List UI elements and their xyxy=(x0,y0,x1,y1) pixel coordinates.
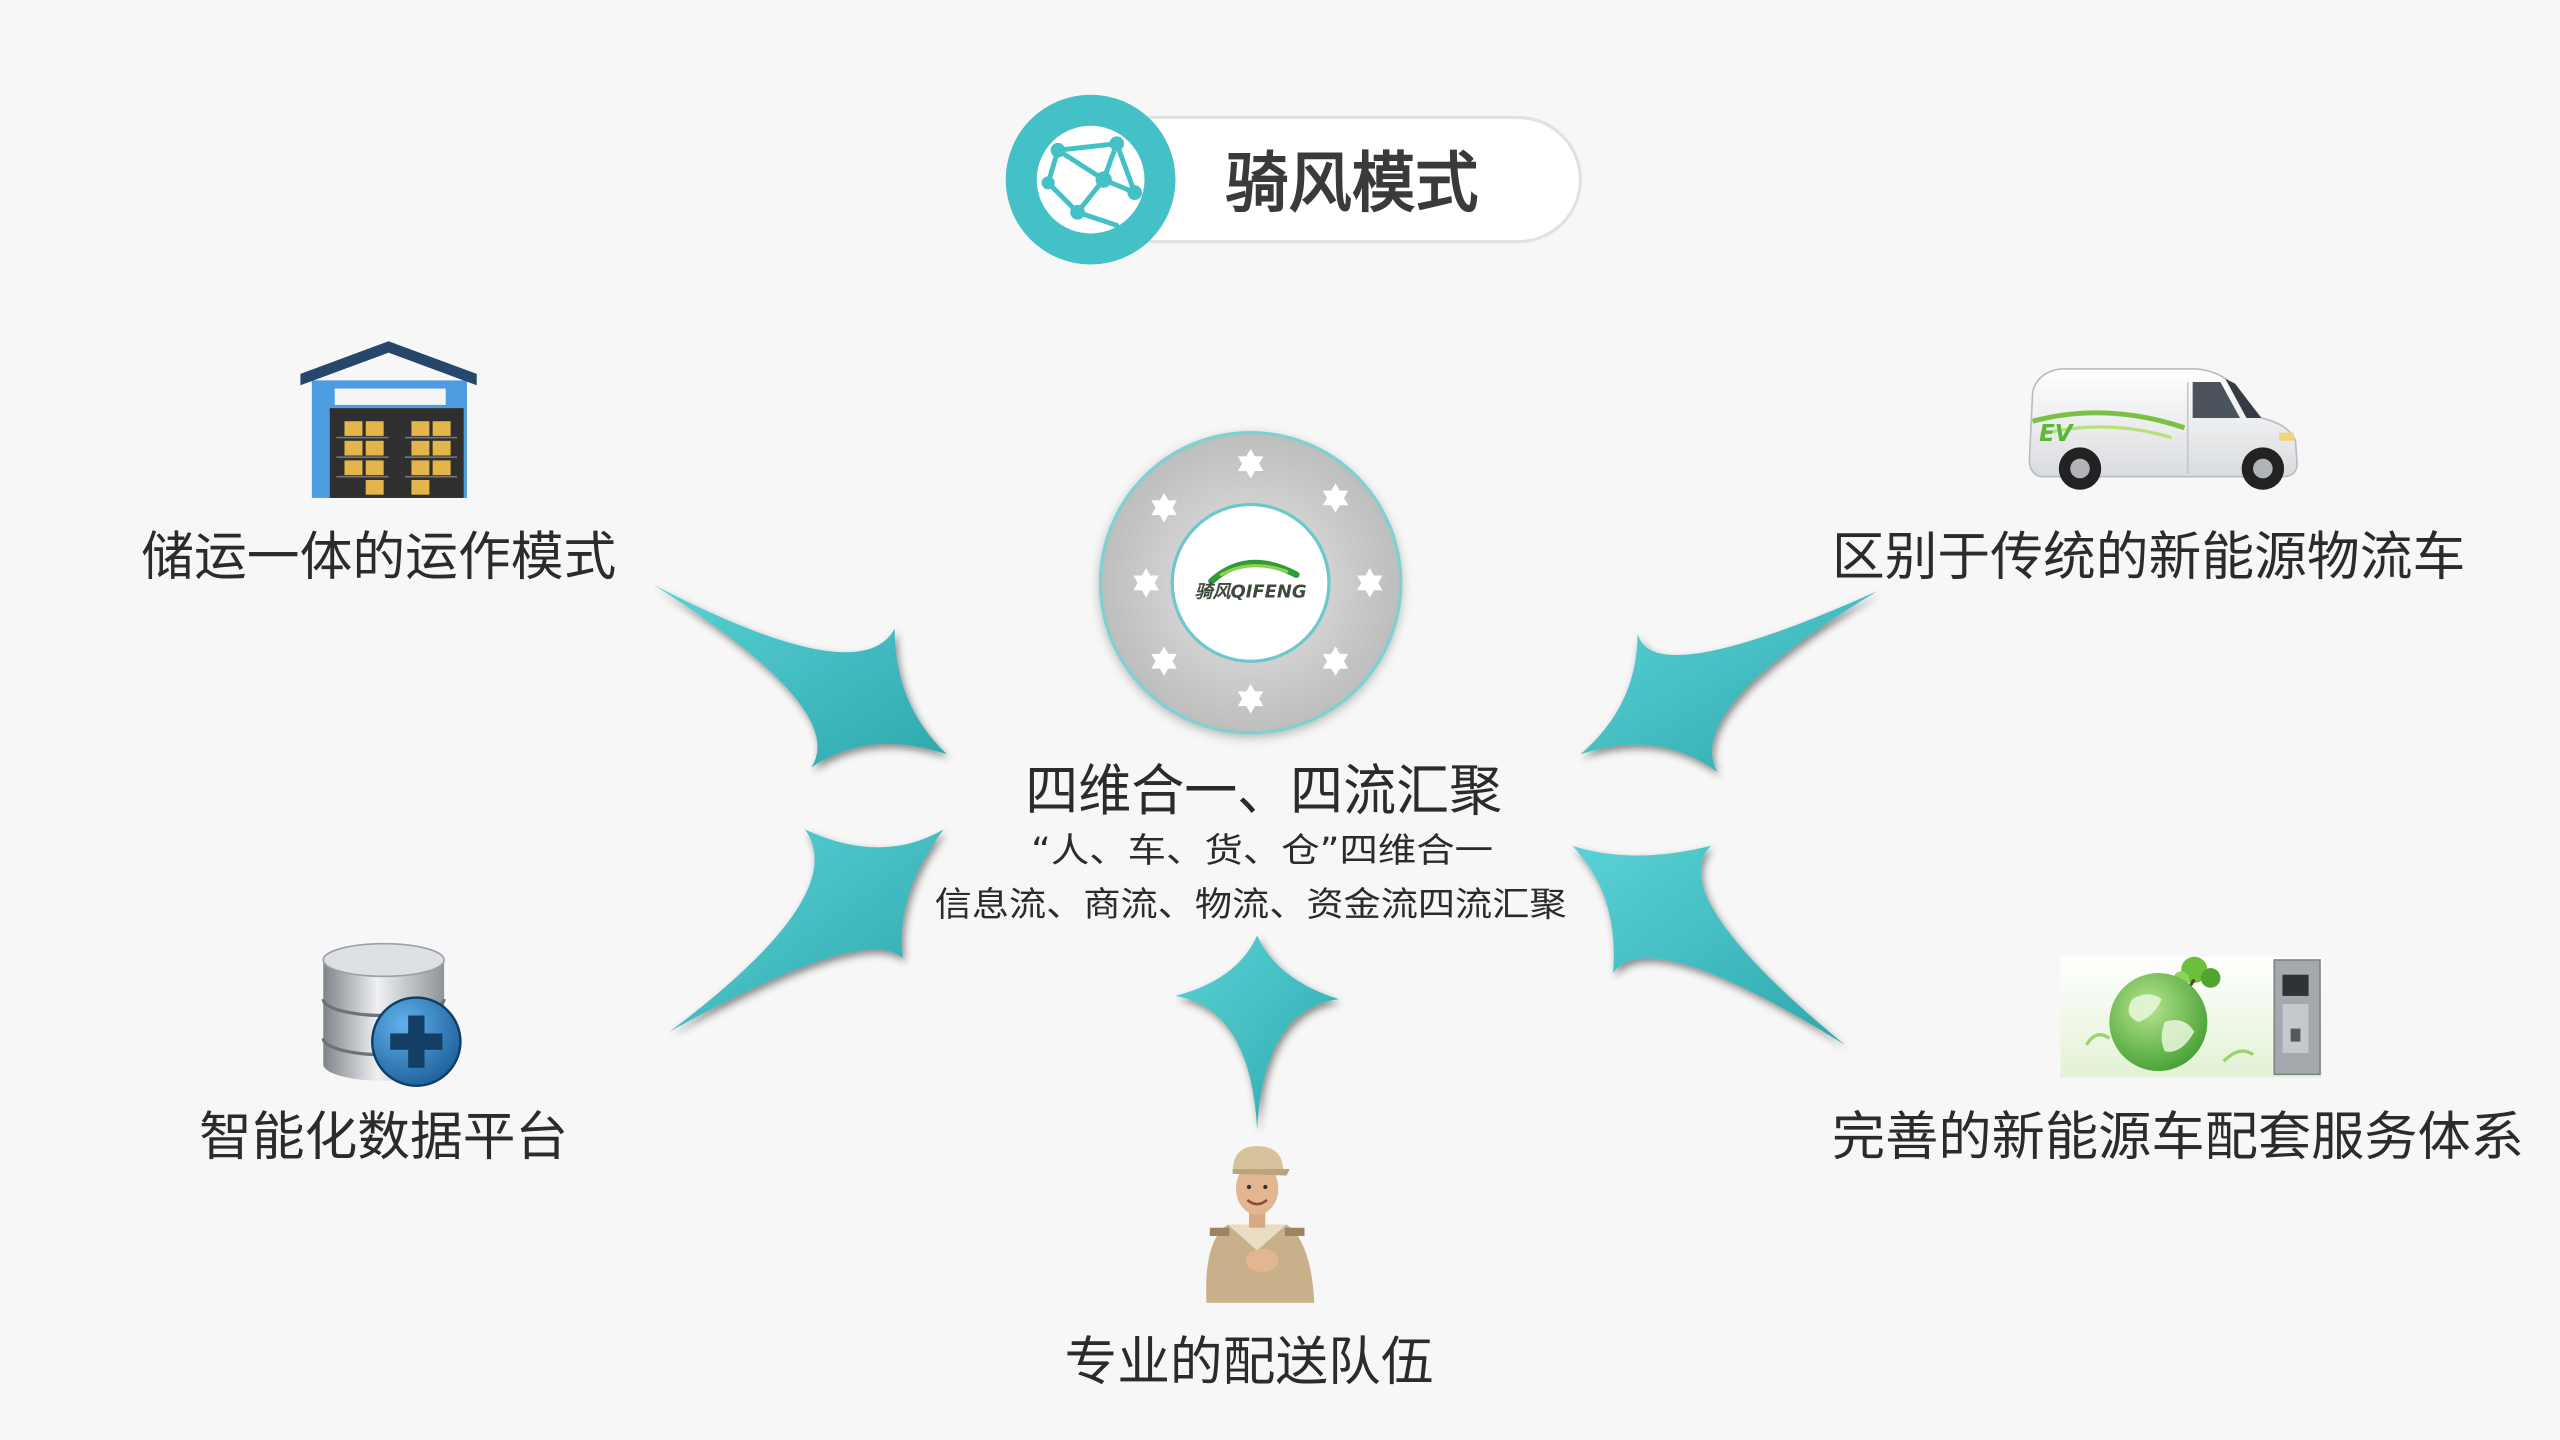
logo-text-cn: 骑风 xyxy=(1195,582,1232,603)
arrows xyxy=(653,584,1878,1130)
center-line-1: “人、车、货、仓”四维合一 xyxy=(1031,831,1493,871)
ring-inner xyxy=(1170,502,1331,663)
arrow-top-right xyxy=(1580,591,1878,773)
delivery-person-icon xyxy=(1206,1146,1315,1303)
feature-vehicle-label: 区别于传统的新能源物流车 xyxy=(1832,528,2465,588)
feature-vehicle: EV 区别于传统的新能源物流车 xyxy=(1832,368,2465,588)
network-globe-icon xyxy=(1036,125,1145,234)
feature-data-platform: 智能化数据平台 xyxy=(199,942,568,1167)
arrow-top-left xyxy=(653,584,947,768)
arrow-bottom-right xyxy=(1572,845,1845,1045)
feature-team-label: 专业的配送队伍 xyxy=(1064,1333,1433,1393)
green-globe-charging-icon xyxy=(2060,956,2322,1078)
feature-data-platform-label: 智能化数据平台 xyxy=(199,1107,568,1167)
arrow-bottom-center xyxy=(1175,935,1339,1130)
charging-station-icon xyxy=(2273,959,2321,1076)
ev-van-icon: EV xyxy=(2028,368,2298,490)
logo-text-en: QIFENG xyxy=(1230,582,1306,603)
feature-service-label: 完善的新能源车配套服务体系 xyxy=(1832,1107,2524,1167)
warehouse-icon xyxy=(300,341,477,498)
feature-team: 专业的配送队伍 xyxy=(1064,1146,1433,1393)
title-badge: 骑风模式 xyxy=(1005,94,1583,265)
center-heading: 四维合一、四流汇聚 xyxy=(1025,759,1502,824)
globe-icon xyxy=(2109,973,2208,1072)
feature-service: 完善的新能源车配套服务体系 xyxy=(1832,956,2524,1167)
arrow-bottom-left xyxy=(669,829,944,1032)
feature-storage-label: 储运一体的运作模式 xyxy=(141,528,616,588)
database-icon xyxy=(321,942,462,1087)
logo-text: 骑风QIFENG xyxy=(1195,582,1307,603)
center-ring: 骑风QIFENG xyxy=(1098,431,1403,735)
page-title: 骑风模式 xyxy=(1225,146,1478,222)
center-text: 四维合一、四流汇聚 “人、车、货、仓”四维合一 信息流、商流、物流、资金流四流汇… xyxy=(935,759,1567,925)
van-ev-badge: EV xyxy=(2039,421,2075,447)
feature-storage: 储运一体的运作模式 xyxy=(141,341,616,588)
center-line-2: 信息流、商流、物流、资金流四流汇聚 xyxy=(935,885,1567,925)
qifeng-logo: 骑风QIFENG xyxy=(1195,559,1307,603)
